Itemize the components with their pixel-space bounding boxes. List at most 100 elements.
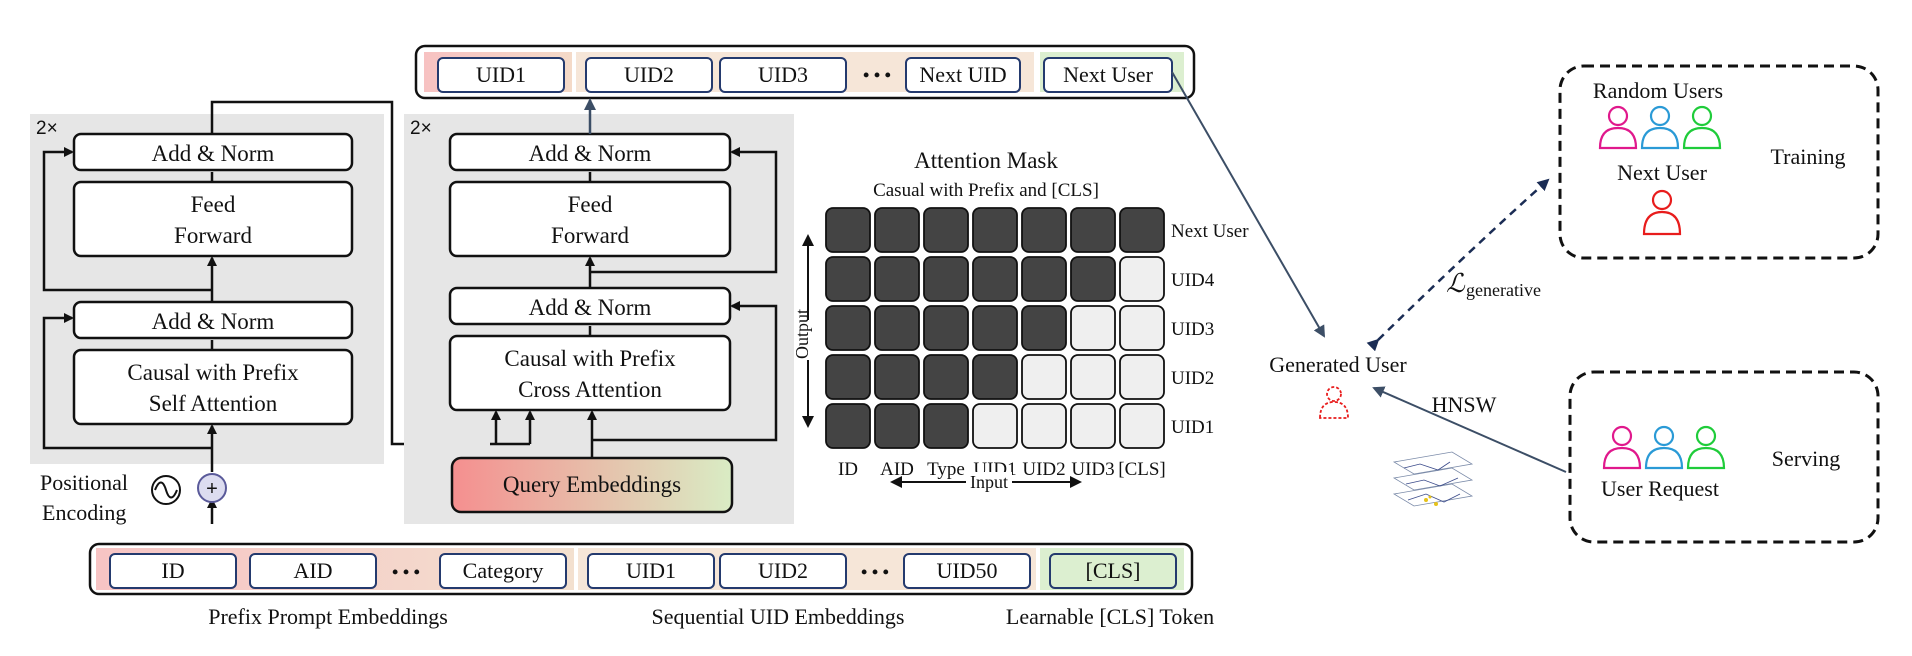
mask-col-label: Type [927,459,965,480]
decoder-add-norm-mid: Add & Norm [529,295,652,320]
mask-cell-r3-c5 [1070,354,1116,400]
sequential-uid-label: Sequential UID Embeddings [652,604,905,629]
input-token-bar: ID AID • • • Category UID1 UID2 • • • UI… [88,542,1194,596]
hnsw-graph-icon [1392,451,1474,507]
encoder-add-norm-bottom: Add & Norm [152,309,275,334]
mask-col-label: [CLS] [1118,459,1166,480]
output-uid3-label: UID3 [758,62,808,87]
mask-cell-r2-c0 [825,305,871,351]
attention-mask: Attention Mask Casual with Prefix and [C… [792,148,1249,492]
output-uid1-label: UID1 [476,62,526,87]
mask-cell-r3-c1 [874,354,920,400]
mask-title: Attention Mask [914,148,1058,173]
mask-cell-r3-c3 [972,354,1018,400]
generated-user-icon [1319,386,1349,419]
output-token-uid1: UID1 [437,57,565,93]
add-plus-icon: + [206,478,218,500]
input-uid1-label: UID1 [626,558,676,583]
input-uid2-label: UID2 [758,558,808,583]
mask-cell-r2-c6 [1119,305,1165,351]
mask-subtitle: Casual with Prefix and [CLS] [873,180,1099,201]
hnsw-label: HNSW [1432,392,1497,417]
user-request-label: User Request [1601,476,1719,501]
mask-cell-r2-c5 [1070,305,1116,351]
input-token-aid: AID [249,553,377,589]
mask-cell-r1-c5 [1070,256,1116,302]
output-token-uid3: UID3 [719,57,847,93]
decoder-block: 2× Add & Norm Feed Forward Add & Norm Ca… [404,98,794,524]
decoder-repeat: 2× [410,118,432,139]
training-box [1558,64,1880,260]
mask-cell-r3-c6 [1119,354,1165,400]
mask-cell-r3-c2 [923,354,969,400]
mask-cell-r2-c4 [1021,305,1067,351]
mask-row-label: UID3 [1171,319,1214,340]
input-token-uid50: UID50 [903,553,1031,589]
input-token-cls: [CLS] [1049,553,1177,589]
mask-col-label: ID [838,459,858,480]
mask-cell-r0-c3 [972,207,1018,253]
encoder-block: 2× Add & Norm Feed Forward Add & Norm Ca… [30,100,490,525]
mask-cell-r1-c2 [923,256,969,302]
input-category-label: Category [463,558,544,583]
input-ellipsis-1: • • • [392,562,420,582]
input-aid-label: AID [293,558,332,583]
encoder-forward: Forward [174,223,252,248]
positional-line2: Encoding [42,500,126,525]
mask-cell-r3-c4 [1021,354,1067,400]
input-ellipsis-2: • • • [861,562,889,582]
mask-cell-r3-c0 [825,354,871,400]
input-token-id: ID [109,553,237,589]
next-user-label: Next User [1617,160,1707,185]
mask-cell-r4-c3 [972,403,1018,449]
mask-cell-r0-c6 [1119,207,1165,253]
output-token-uid2: UID2 [585,57,713,93]
decoder-feed: Feed [568,192,613,217]
serving-box [1568,370,1880,544]
mask-cell-r0-c0 [825,207,871,253]
input-id-label: ID [161,558,184,583]
mask-cell-r1-c0 [825,256,871,302]
output-token-next-user: Next User [1043,57,1173,93]
mask-row-label: UID1 [1171,417,1214,438]
decoder-add-norm-top: Add & Norm [529,141,652,166]
random-user-icon-magenta [1598,105,1638,150]
mask-cell-r4-c0 [825,403,871,449]
encoder-attn-line1: Causal with Prefix [127,360,299,385]
mask-cell-r4-c4 [1021,403,1067,449]
mask-cell-r2-c2 [923,305,969,351]
encoder-feed: Feed [191,192,236,217]
output-ellipsis: • • • [863,65,891,85]
training-label: Training [1771,144,1846,169]
mask-cell-r0-c4 [1021,207,1067,253]
output-token-next-uid: Next UID [905,57,1021,93]
next-user-icon [1642,189,1682,236]
output-uid2-label: UID2 [624,62,674,87]
input-token-uid2: UID2 [719,553,847,589]
input-uid50-label: UID50 [936,558,997,583]
right-panel: Generated User ℒ generative HNSW Random … [1171,64,1880,544]
mask-cell-r2-c1 [874,305,920,351]
decoder-attn-line2: Cross Attention [518,377,662,402]
prefix-prompt-label: Prefix Prompt Embeddings [208,604,448,629]
mask-row-label: UID2 [1171,368,1214,389]
mask-row-label: Next User [1171,221,1249,242]
mask-cell-r4-c2 [923,403,969,449]
request-user-icon-green [1686,425,1726,470]
loss-subscript: generative [1466,280,1541,300]
mask-cell-r4-c6 [1119,403,1165,449]
decoder-forward: Forward [551,223,629,248]
mask-cell-r0-c1 [874,207,920,253]
request-user-icon-blue [1644,425,1684,470]
input-token-uid1: UID1 [587,553,715,589]
mask-cell-r1-c6 [1119,256,1165,302]
encoder-add-norm-top: Add & Norm [152,141,275,166]
output-next-uid-label: Next UID [919,62,1006,87]
encoder-attn-line2: Self Attention [149,391,278,416]
output-axis-label: Output [792,309,812,359]
mask-cell-r1-c3 [972,256,1018,302]
mask-cell-r4-c5 [1070,403,1116,449]
mask-row-label: UID4 [1171,270,1215,291]
query-embeddings-label: Query Embeddings [503,472,681,497]
